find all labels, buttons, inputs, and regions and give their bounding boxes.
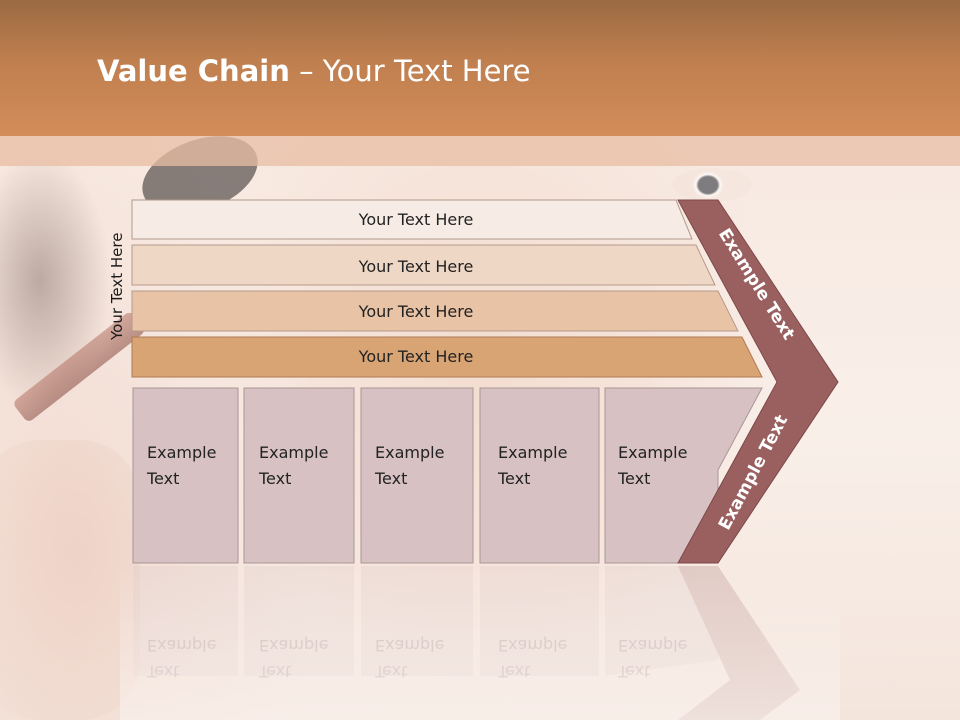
box-2 bbox=[243, 387, 355, 564]
bar-4 bbox=[131, 336, 763, 378]
slide-title-rest: – Your Text Here bbox=[289, 54, 531, 88]
box-4-line2: Text bbox=[497, 469, 530, 488]
title-bar-band bbox=[0, 136, 960, 166]
background-eye bbox=[672, 168, 752, 202]
box-1-line1: Example bbox=[147, 443, 216, 462]
bar-2 bbox=[131, 244, 716, 286]
box-2-line1: Example bbox=[259, 443, 328, 462]
box-5-line1: Example bbox=[618, 443, 687, 462]
slide-title: Value Chain – Your Text Here bbox=[97, 54, 531, 94]
box-3-line1: Example bbox=[375, 443, 444, 462]
box-1-line2: Text bbox=[146, 469, 179, 488]
bar-1-label: Your Text Here bbox=[358, 210, 474, 229]
bar-4-label: Your Text Here bbox=[358, 347, 474, 366]
chevron-arrow bbox=[677, 199, 839, 564]
slide-title-bold: Value Chain bbox=[97, 54, 290, 88]
background-hand bbox=[0, 440, 140, 720]
title-bar bbox=[0, 0, 960, 136]
bar-2-label: Your Text Here bbox=[358, 257, 474, 276]
bar-3 bbox=[131, 290, 739, 332]
box-3-line2: Text bbox=[374, 469, 407, 488]
box-3 bbox=[360, 387, 474, 564]
box-1 bbox=[132, 387, 239, 564]
box-2-line2: Text bbox=[258, 469, 291, 488]
reflection-fade bbox=[120, 565, 840, 720]
box-5-line2: Text bbox=[617, 469, 650, 488]
box-4 bbox=[479, 387, 600, 564]
bar-1 bbox=[131, 199, 693, 240]
bar-3-label: Your Text Here bbox=[358, 302, 474, 321]
box-4-line1: Example bbox=[498, 443, 567, 462]
